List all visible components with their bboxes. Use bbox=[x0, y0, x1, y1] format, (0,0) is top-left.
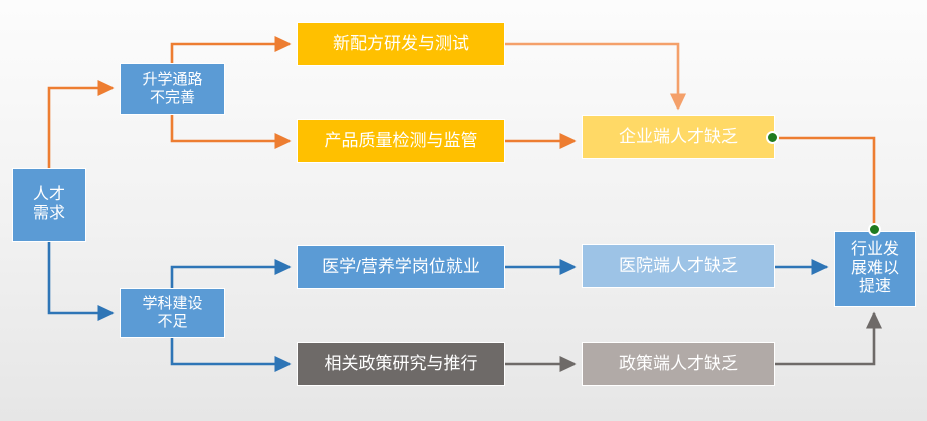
node-policy-lack[interactable]: 政策端人才缺乏 bbox=[582, 342, 775, 386]
edge-discipline-gap-to-policy-research bbox=[170, 338, 292, 373]
connector-dot-enterprise[interactable] bbox=[766, 131, 779, 144]
node-demand[interactable]: 人才 需求 bbox=[12, 168, 86, 242]
edge-formula-rd-to-enterprise-lack bbox=[505, 42, 687, 111]
edge-policy-lack-to-industry-slow bbox=[775, 311, 883, 366]
node-industry-slow[interactable]: 行业发 展难以 提速 bbox=[834, 231, 916, 307]
node-path-gap[interactable]: 升学通路 不完善 bbox=[120, 63, 225, 115]
node-discipline-gap[interactable]: 学科建设 不足 bbox=[120, 288, 225, 338]
edge-path-gap-to-quality-control bbox=[170, 115, 292, 150]
node-hospital-lack[interactable]: 医院端人才缺乏 bbox=[582, 244, 775, 288]
edge-discipline-gap-to-medical-jobs bbox=[170, 258, 292, 288]
node-enterprise-lack[interactable]: 企业端人才缺乏 bbox=[582, 115, 775, 159]
node-formula-rd[interactable]: 新配方研发与测试 bbox=[297, 22, 505, 66]
edge-path-gap-to-formula-rd bbox=[170, 35, 292, 63]
node-medical-jobs[interactable]: 医学/营养学岗位就业 bbox=[297, 245, 505, 289]
connector-dot-industry[interactable] bbox=[868, 223, 881, 236]
node-policy-research[interactable]: 相关政策研究与推行 bbox=[297, 342, 505, 386]
edge-demand-to-path-gap bbox=[47, 79, 115, 168]
edge-enterprise-lack-to-industry-slow bbox=[779, 136, 876, 226]
node-quality-control[interactable]: 产品质量检测与监管 bbox=[297, 119, 505, 163]
edge-demand-to-discipline-gap bbox=[47, 242, 115, 322]
